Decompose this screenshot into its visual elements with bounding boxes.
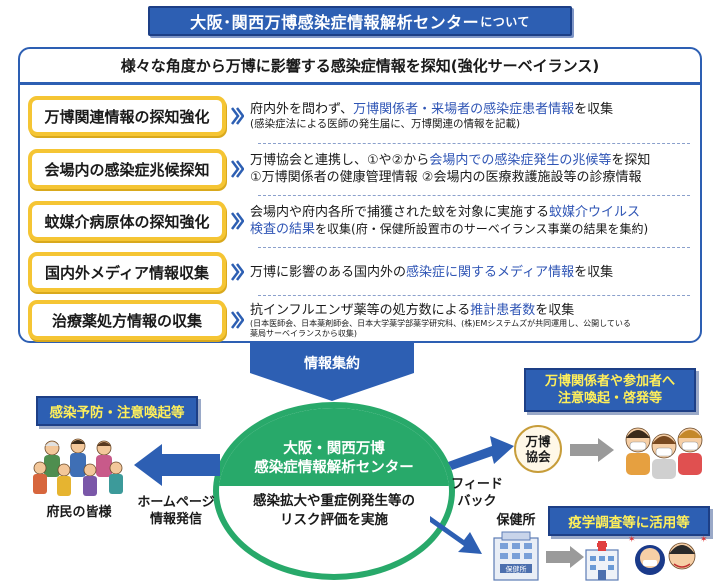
health-center-label: 保健所 bbox=[496, 513, 536, 528]
left-action: ホームページ 情報発信 bbox=[128, 494, 224, 528]
people-group-icon bbox=[33, 438, 123, 496]
row3-text-highlight-2: 検査の結果 bbox=[250, 222, 316, 237]
patient-investigation-icon: ✶ ✶ bbox=[628, 535, 708, 575]
row-label-media: 国内外メディア情報収集 bbox=[28, 252, 226, 292]
row5-note-2: 薬局サーベイランスから収集) bbox=[250, 328, 357, 338]
row-desc-venue-signs: 万博協会と連携し、①や②から会場内での感染症発生の兆候等を探知 ①万博関係者の健… bbox=[248, 152, 692, 186]
center-body-line2: リスク評価を実施 bbox=[280, 512, 388, 528]
chevron-right-icon bbox=[226, 261, 248, 283]
row4-text-a: 万博に影響のある国内外の bbox=[250, 264, 407, 280]
row4-text-highlight: 感染症に関するメディア情報 bbox=[406, 264, 575, 280]
row4-text-b: を収集 bbox=[574, 264, 614, 280]
kyokai-line2: 協会 bbox=[525, 449, 551, 464]
svg-text:✶: ✶ bbox=[700, 535, 708, 545]
row-desc-expo-info: 府内外を問わず、万博関係者・来場者の感染症患者情報を収集 (感染症法による医師の… bbox=[248, 101, 692, 131]
left-action-line2: 情報発信 bbox=[149, 512, 202, 527]
page-title-suffix: について bbox=[480, 14, 530, 29]
row1-note: (感染症法による医師の発生届に、万博関連の情報を記載) bbox=[250, 118, 521, 130]
left-people-label: 府民の皆様 bbox=[46, 505, 112, 520]
grey-arrow-icon bbox=[570, 438, 614, 462]
feedback-arrow-icon bbox=[448, 436, 514, 470]
row3-text-highlight: 蚊媒介ウイルス bbox=[549, 205, 641, 220]
collect-arrow-icon bbox=[250, 343, 414, 401]
row1-text-a: 府内外を問わず、 bbox=[250, 102, 354, 117]
row3-text-a: 会場内や府内各所で捕獲された蚊を対象に実施する bbox=[250, 205, 550, 220]
analysis-center-title: 大阪・関西万博 感染症情報解析センター bbox=[219, 408, 449, 486]
left-banner: 感染予防・注意喚起等 bbox=[36, 396, 198, 426]
row1-text-highlight: 万博関係者・来場者の感染症患者情報 bbox=[353, 102, 575, 117]
analysis-center-body: 感染拡大や重症例発生等の リスク評価を実施 bbox=[219, 492, 449, 530]
row1-text-b: を収集 bbox=[574, 102, 614, 117]
row2-text-a: 万博協会と連携し、①や②から bbox=[250, 153, 430, 168]
kyokai-line1: 万博 bbox=[525, 434, 551, 449]
right-banner: 万博関係者や参加者へ 注意喚起・啓発等 bbox=[524, 368, 696, 412]
row-divider bbox=[258, 247, 690, 248]
row-divider bbox=[258, 295, 690, 296]
analysis-center: 大阪・関西万博 感染症情報解析センター 感染拡大や重症例発生等の リスク評価を実… bbox=[213, 402, 455, 580]
chevron-right-icon bbox=[226, 158, 248, 180]
row2-text-b: を探知 bbox=[611, 153, 651, 168]
feedback-label: フィード バック bbox=[444, 476, 510, 510]
row-label-expo-info: 万博関連情報の探知強化 bbox=[28, 96, 226, 136]
row5-text-b: を収集 bbox=[535, 302, 575, 318]
feedback-line1: フィード bbox=[451, 477, 503, 492]
right-banner-line1: 万博関係者や参加者へ bbox=[544, 374, 675, 389]
surveillance-row-4: 国内外メディア情報収集 万博に影響のある国内外の感染症に関するメディア情報を収集 bbox=[28, 249, 692, 295]
chevron-right-icon bbox=[226, 105, 248, 127]
collect-label: 情報集約 bbox=[304, 356, 360, 372]
center-title-line1: 大阪・関西万博 bbox=[283, 441, 385, 457]
surveillance-panel: 様々な角度から万博に影響する感染症情報を探知(強化サーベイランス) 万博関連情報… bbox=[18, 47, 702, 343]
feedback-line2: バック bbox=[457, 494, 497, 509]
row2-detail: ①万博関係者の健康管理情報 ②会場内の医療救護施設等の診療情報 bbox=[250, 170, 642, 185]
health-center-icon: 保健所 bbox=[493, 531, 539, 581]
center-body-line1: 感染拡大や重症例発生等の bbox=[253, 493, 415, 509]
bottom-banner: 疫学調査等に活用等 bbox=[548, 506, 710, 536]
row-desc-media: 万博に影響のある国内外の感染症に関するメディア情報を収集 bbox=[248, 264, 692, 281]
chevron-right-icon bbox=[226, 210, 248, 232]
surveillance-row-1: 万博関連情報の探知強化 府内外を問わず、万博関係者・来場者の感染症患者情報を収集… bbox=[28, 93, 692, 139]
right-banner-line2: 注意喚起・啓発等 bbox=[557, 391, 662, 406]
masked-people-icon bbox=[625, 427, 703, 479]
surveillance-row-2: 会場内の感染症兆候探知 万博協会と連携し、①や②から会場内での感染症発生の兆候等… bbox=[28, 146, 692, 192]
health-center-sign: 保健所 bbox=[506, 565, 527, 574]
row5-note-1: (日本医師会、日本薬剤師会、日本大学薬学部薬学研究科、(株)EMシステムズが共同… bbox=[250, 318, 631, 328]
row-label-prescription: 治療薬処方情報の収集 bbox=[28, 300, 226, 340]
row-desc-prescription: 抗インフルエンザ薬等の処方数による推計患者数を収集 (日本医師会、日本薬剤師会、… bbox=[248, 302, 692, 339]
row-divider bbox=[258, 143, 690, 144]
health-center-arrow-icon bbox=[430, 516, 482, 554]
row5-text-a: 抗インフルエンザ薬等の処方数による bbox=[250, 302, 471, 318]
row-divider bbox=[258, 195, 690, 196]
row2-text-highlight: 会場内での感染症発生の兆候等 bbox=[429, 153, 612, 168]
row-desc-mosquito: 会場内や府内各所で捕獲された蚊を対象に実施する蚊媒介ウイルス 検査の結果を収集(… bbox=[248, 204, 692, 238]
center-title-line2: 感染症情報解析センター bbox=[254, 460, 414, 476]
expo-association-badge: 万博 協会 bbox=[514, 425, 562, 473]
left-arrow-icon bbox=[134, 444, 220, 486]
row-label-venue-signs: 会場内の感染症兆候探知 bbox=[28, 149, 226, 189]
page-title: 大阪･関西万博感染症情報解析センターについて bbox=[148, 6, 572, 36]
surveillance-row-3: 蚊媒介病原体の探知強化 会場内や府内各所で捕獲された蚊を対象に実施する蚊媒介ウイ… bbox=[28, 198, 692, 244]
row5-text-highlight: 推計患者数 bbox=[470, 302, 536, 318]
row3-text-b: を収集(府・保健所設置市のサーベイランス事業の結果を集約) bbox=[315, 222, 649, 236]
chevron-right-icon bbox=[226, 309, 248, 331]
svg-text:✶: ✶ bbox=[628, 535, 636, 545]
grey-arrow-icon bbox=[546, 546, 584, 568]
left-action-line1: ホームページ bbox=[137, 495, 215, 510]
surveillance-row-5: 治療薬処方情報の収集 抗インフルエンザ薬等の処方数による推計患者数を収集 (日本… bbox=[28, 297, 692, 343]
row-label-mosquito: 蚊媒介病原体の探知強化 bbox=[28, 201, 226, 241]
surveillance-heading: 様々な角度から万博に影響する感染症情報を探知(強化サーベイランス) bbox=[20, 49, 700, 85]
hospital-icon bbox=[585, 541, 619, 581]
page-title-main: 大阪･関西万博感染症情報解析センター bbox=[190, 13, 480, 32]
